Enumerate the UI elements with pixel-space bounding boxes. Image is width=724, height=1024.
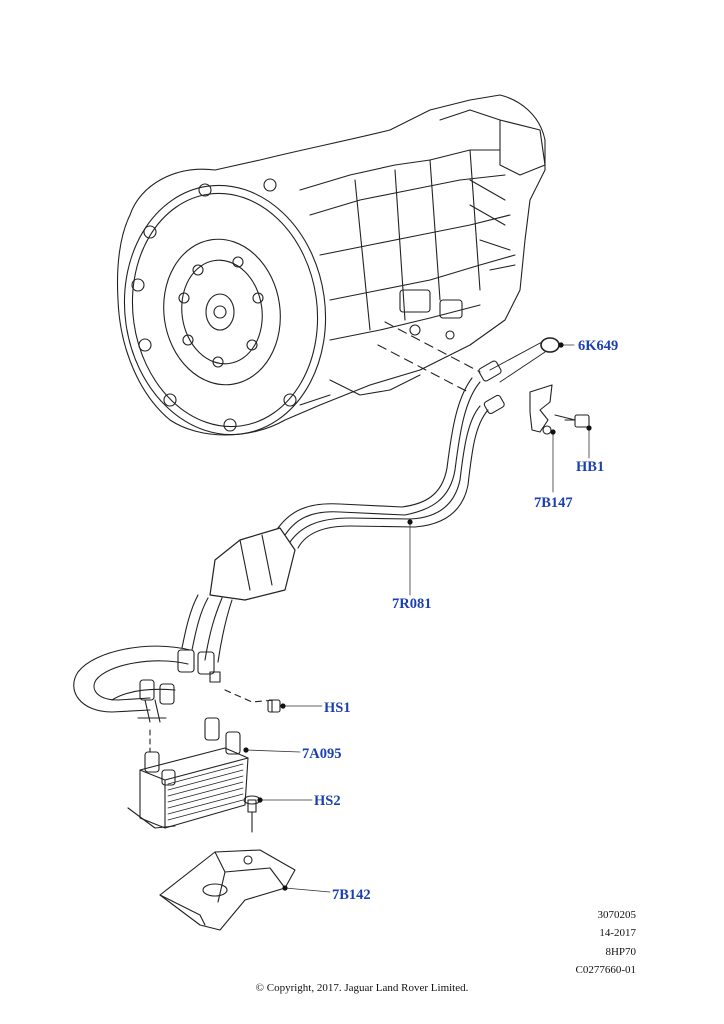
copyright-notice: © Copyright, 2017. Jaguar Land Rover Lim… (255, 982, 469, 994)
callout-6k649[interactable]: 6K649 (578, 338, 619, 354)
drawing-number: 3070205 (597, 909, 637, 921)
cooler-pipes-7r081 (73, 360, 505, 723)
bolt-hb1 (564, 414, 590, 428)
callout-7b147[interactable]: 7B147 (534, 495, 573, 511)
callout-7r081[interactable]: 7R081 (392, 596, 432, 612)
callout-hs1[interactable]: HS1 (324, 700, 351, 716)
bolt-hs1 (267, 699, 281, 713)
bracket-7b142 (159, 849, 296, 931)
callout-hb1[interactable]: HB1 (576, 459, 605, 475)
alignment-lines (377, 321, 481, 394)
callout-7b142[interactable]: 7B142 (332, 887, 371, 903)
oil-cooler-7a095 (127, 717, 249, 829)
drawing-date-code: 14-2017 (599, 927, 636, 939)
leader-lines (245, 344, 590, 893)
o-ring-6k649 (540, 337, 560, 353)
transmission-model: 8HP70 (605, 946, 636, 958)
bolt-hs2 (243, 795, 261, 833)
illustration-code: C0277660-01 (575, 964, 637, 976)
bracket-7b147 (529, 384, 576, 435)
callout-7a095[interactable]: 7A095 (302, 746, 342, 762)
callout-dots (243, 342, 592, 891)
transmission-assembly (116, 94, 546, 436)
callout-hs2[interactable]: HS2 (314, 793, 341, 809)
